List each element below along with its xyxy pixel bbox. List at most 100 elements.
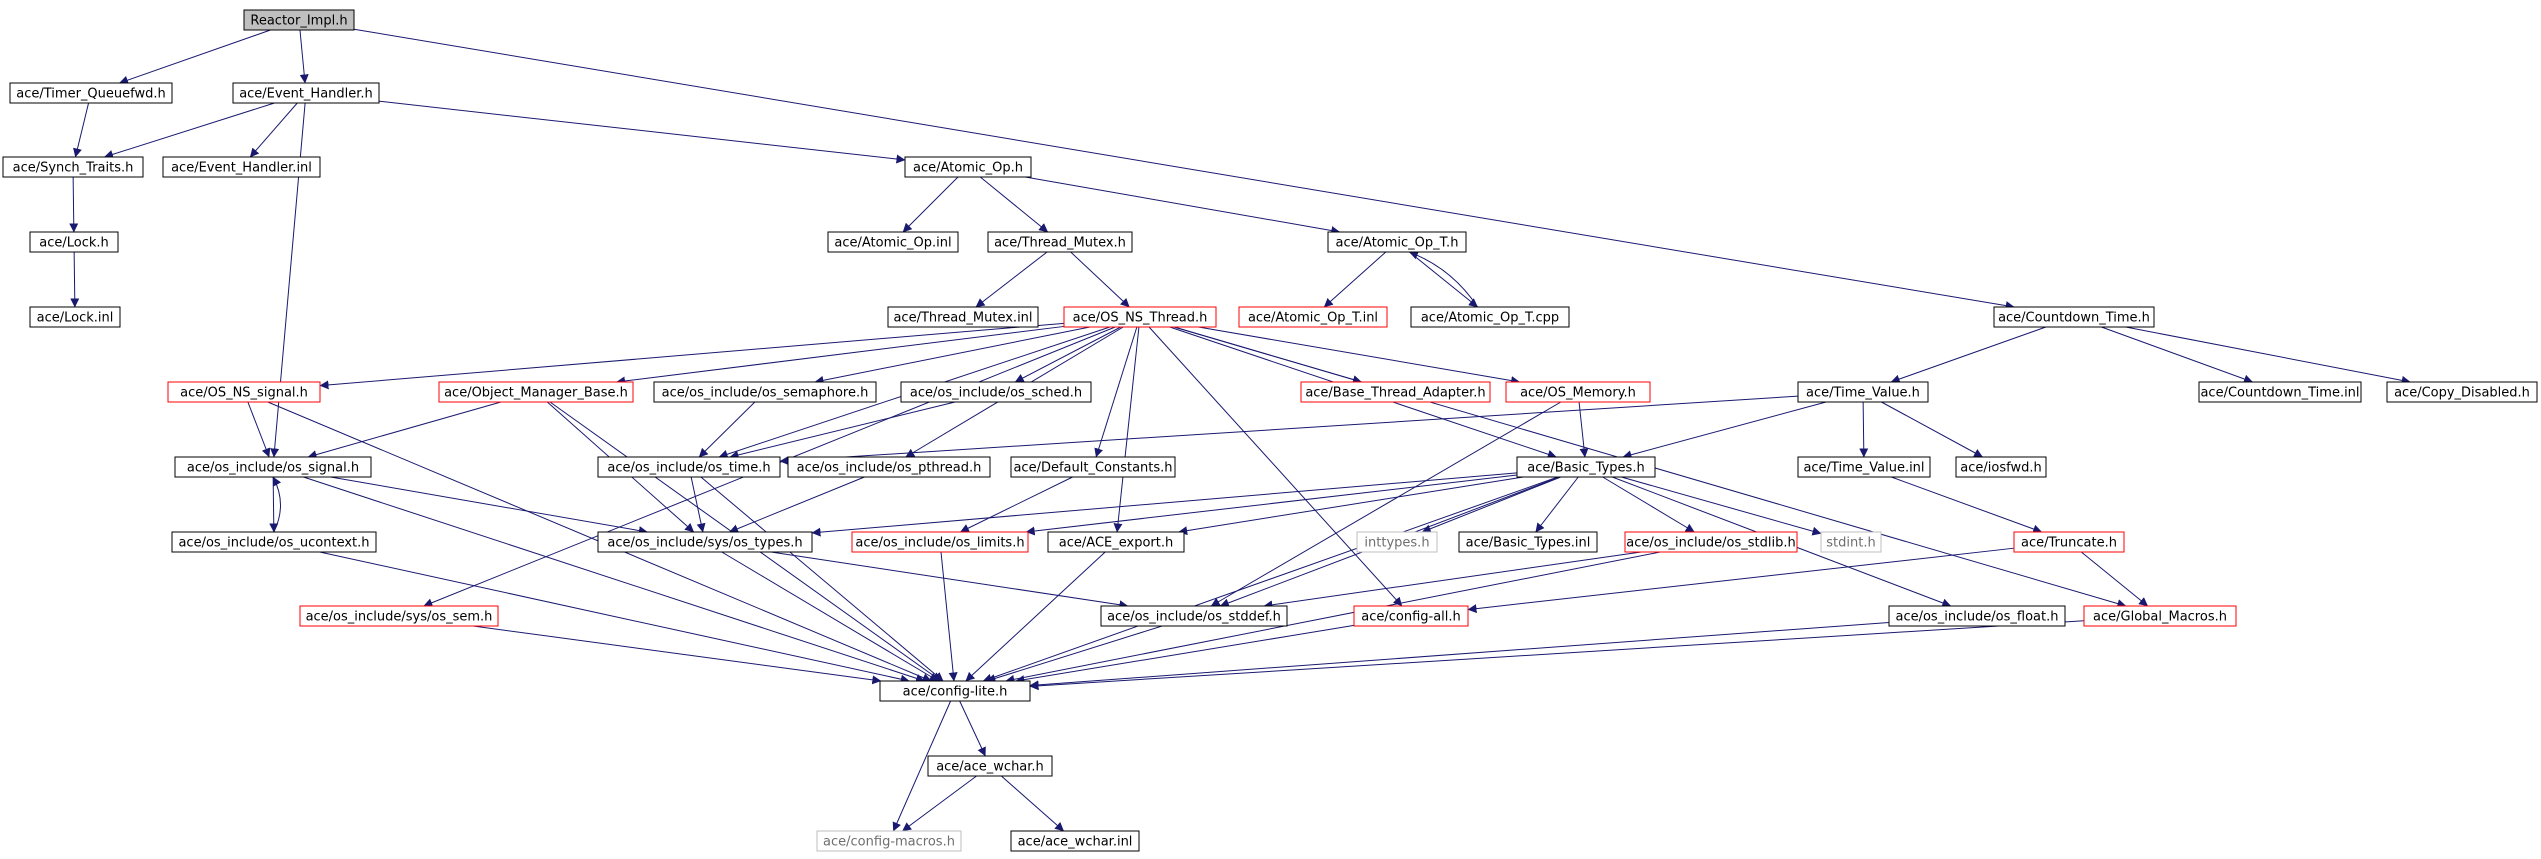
node-os-stddef[interactable]: ace/os_include/os_stddef.h bbox=[1100, 605, 1288, 627]
edge-basic_types-to-stdint bbox=[1621, 476, 1822, 536]
node-synch-traits[interactable]: ace/Synch_Traits.h bbox=[2, 156, 144, 178]
edge-os_signal-to-config_lite bbox=[303, 476, 925, 683]
edge-countdown_time-to-copy_disabled bbox=[2125, 326, 2411, 385]
node-label: ace/Countdown_Time.inl bbox=[2200, 386, 2359, 401]
edge-time_value-to-basic_types bbox=[1622, 401, 1827, 460]
node-label: ace/ACE_export.h bbox=[1059, 536, 1173, 551]
node-os-signal[interactable]: ace/os_include/os_signal.h bbox=[174, 456, 372, 478]
node-label: ace/ace_wchar.h bbox=[936, 760, 1044, 775]
node-default-constants[interactable]: ace/Default_Constants.h bbox=[1010, 456, 1176, 478]
edge-time_value_inl-to-truncate bbox=[1891, 476, 2043, 534]
node-label: ace/iosfwd.h bbox=[1960, 461, 2041, 476]
node-os-stdlib[interactable]: ace/os_include/os_stdlib.h bbox=[1624, 531, 1798, 553]
node-box bbox=[597, 531, 813, 553]
node-object-manager-base[interactable]: ace/Object_Manager_Base.h bbox=[438, 381, 634, 403]
node-stdint[interactable]: stdint.h bbox=[1820, 531, 1882, 553]
edge-atomic_op_t-to-atomic_op_t_cpp bbox=[1409, 251, 1478, 308]
edge-basic_types-to-basic_types_inl bbox=[1535, 476, 1579, 533]
node-thread-mutex-inl[interactable]: ace/Thread_Mutex.inl bbox=[887, 306, 1039, 328]
node-event-handler-inl[interactable]: ace/Event_Handler.inl bbox=[162, 156, 321, 178]
node-ace-wchar-inl[interactable]: ace/ace_wchar.inl bbox=[1010, 830, 1140, 852]
node-label: ace/os_include/os_stddef.h bbox=[1107, 610, 1281, 625]
node-os-float[interactable]: ace/os_include/os_float.h bbox=[1888, 605, 2066, 627]
node-os-sched[interactable]: ace/os_include/os_sched.h bbox=[900, 381, 1092, 403]
node-box bbox=[1888, 605, 2066, 627]
node-box bbox=[653, 381, 877, 403]
node-box bbox=[987, 231, 1133, 253]
edge-default_constants-to-os_limits bbox=[959, 476, 1073, 533]
node-atomic-op[interactable]: ace/Atomic_Op.h bbox=[904, 156, 1032, 178]
node-time-value-inl[interactable]: ace/Time_Value.inl bbox=[1797, 456, 1931, 478]
node-box bbox=[597, 456, 781, 478]
nodes-layer: Reactor_Impl.h ace/Timer_Queuefwd.h ace/Ev… bbox=[2, 9, 2538, 852]
node-countdown-time[interactable]: ace/Countdown_Time.h bbox=[1993, 306, 2155, 328]
node-iosfwd[interactable]: ace/iosfwd.h bbox=[1955, 456, 2047, 478]
node-box bbox=[2198, 381, 2362, 403]
node-box bbox=[1624, 531, 1798, 553]
edge-os_time-to-config_lite bbox=[700, 476, 944, 682]
node-basic-types-inl[interactable]: ace/Basic_Types.inl bbox=[1458, 531, 1598, 553]
node-label: ace/Lock.h bbox=[39, 236, 109, 251]
node-config-macros[interactable]: ace/config-macros.h bbox=[816, 830, 962, 852]
node-atomic-op-t-inl[interactable]: ace/Atomic_Op_T.inl bbox=[1238, 306, 1388, 328]
node-basic-types[interactable]: ace/Basic_Types.h bbox=[1516, 456, 1656, 478]
node-atomic-op-t-cpp[interactable]: ace/Atomic_Op_T.cpp bbox=[1410, 306, 1570, 328]
node-label: ace/Lock.inl bbox=[37, 311, 114, 326]
node-timer-queuefwd[interactable]: ace/Timer_Queuefwd.h bbox=[9, 82, 173, 104]
node-global-macros[interactable]: ace/Global_Macros.h bbox=[2083, 605, 2237, 627]
node-os-memory[interactable]: ace/OS_Memory.h bbox=[1505, 381, 1651, 403]
node-label: ace/os_include/os_ucontext.h bbox=[178, 536, 369, 551]
edge-os_semaphore-to-os_time bbox=[698, 401, 756, 458]
node-label: ace/Synch_Traits.h bbox=[13, 161, 134, 176]
node-reactor-impl[interactable]: Reactor_Impl.h bbox=[243, 9, 355, 31]
node-label: ace/Timer_Queuefwd.h bbox=[16, 87, 165, 102]
node-box bbox=[438, 381, 634, 403]
node-atomic-op-inl[interactable]: ace/Atomic_Op.inl bbox=[827, 231, 959, 253]
node-lock-h[interactable]: ace/Lock.h bbox=[29, 231, 119, 253]
edge-os_signal-to-sys_os_types bbox=[330, 476, 648, 535]
node-sys-os-types[interactable]: ace/os_include/sys/os_types.h bbox=[597, 531, 813, 553]
node-os-pthread[interactable]: ace/os_include/os_pthread.h bbox=[787, 456, 991, 478]
node-os-ns-signal[interactable]: ace/OS_NS_signal.h bbox=[167, 381, 321, 403]
node-label: ace/os_include/os_limits.h bbox=[855, 536, 1024, 551]
edge-sys_os_sem-to-config_lite bbox=[473, 625, 882, 685]
node-inttypes[interactable]: inttypes.h bbox=[1356, 531, 1438, 553]
node-box bbox=[2083, 605, 2237, 627]
edge-atomic_op_t_cpp-to-atomic_op_t bbox=[1408, 250, 1479, 308]
node-box bbox=[1238, 306, 1388, 328]
node-box bbox=[2386, 381, 2538, 403]
node-box bbox=[1010, 456, 1176, 478]
node-label: ace/OS_NS_signal.h bbox=[180, 386, 308, 401]
edge-thread_mutex-to-thread_mutex_inl bbox=[975, 251, 1048, 308]
node-ace-export[interactable]: ace/ACE_export.h bbox=[1047, 531, 1185, 553]
node-lock-inl[interactable]: ace/Lock.inl bbox=[29, 306, 121, 328]
node-box bbox=[887, 306, 1039, 328]
node-config-lite[interactable]: ace/config-lite.h bbox=[879, 680, 1031, 702]
node-os-time[interactable]: ace/os_include/os_time.h bbox=[597, 456, 781, 478]
node-label: ace/os_include/os_stdlib.h bbox=[1626, 536, 1795, 551]
node-truncate[interactable]: ace/Truncate.h bbox=[2013, 531, 2125, 553]
node-box bbox=[174, 456, 372, 478]
node-event-handler[interactable]: ace/Event_Handler.h bbox=[232, 82, 380, 104]
node-os-ucontext[interactable]: ace/os_include/os_ucontext.h bbox=[171, 531, 377, 553]
node-os-ns-thread[interactable]: ace/OS_NS_Thread.h bbox=[1063, 306, 1217, 328]
node-time-value[interactable]: ace/Time_Value.h bbox=[1797, 381, 1929, 403]
edge-basic_types-to-ace_export bbox=[1178, 476, 1524, 536]
edge-os_pthread-to-sys_os_types bbox=[729, 476, 865, 533]
node-countdown-time-inl[interactable]: ace/Countdown_Time.inl bbox=[2198, 381, 2362, 403]
node-copy-disabled[interactable]: ace/Copy_Disabled.h bbox=[2386, 381, 2538, 403]
node-label: ace/Default_Constants.h bbox=[1013, 461, 1172, 476]
node-thread-mutex[interactable]: ace/Thread_Mutex.h bbox=[987, 231, 1133, 253]
node-box bbox=[1356, 531, 1438, 553]
node-os-limits[interactable]: ace/os_include/os_limits.h bbox=[851, 531, 1029, 553]
node-ace-wchar[interactable]: ace/ace_wchar.h bbox=[927, 755, 1053, 777]
node-os-semaphore[interactable]: ace/os_include/os_semaphore.h bbox=[653, 381, 877, 403]
node-box bbox=[162, 156, 321, 178]
node-box bbox=[9, 82, 173, 104]
node-atomic-op-t[interactable]: ace/Atomic_Op_T.h bbox=[1327, 231, 1467, 253]
node-sys-os-sem[interactable]: ace/os_include/sys/os_sem.h bbox=[299, 605, 499, 627]
node-base-thread-adapter[interactable]: ace/Base_Thread_Adapter.h bbox=[1300, 381, 1491, 403]
edge-atomic_op-to-atomic_op_t bbox=[1025, 176, 1341, 235]
edge-os_ns_thread-to-config_all bbox=[1148, 326, 1403, 607]
node-config-all[interactable]: ace/config-all.h bbox=[1353, 605, 1469, 627]
